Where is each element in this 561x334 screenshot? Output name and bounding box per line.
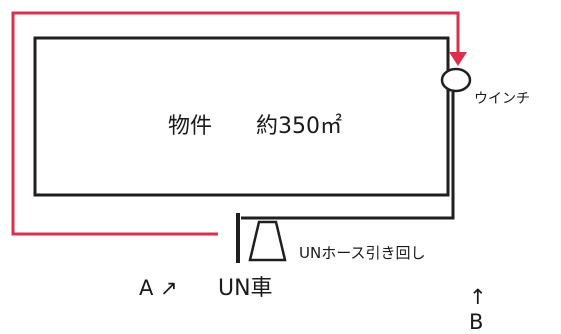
point-b-label: B [469, 310, 483, 334]
red-route-line [11, 11, 460, 236]
red-route-arrowhead [449, 52, 467, 66]
point-a-label: A [139, 276, 154, 300]
hose-line [241, 92, 455, 220]
building-label: 物件 [168, 114, 212, 139]
point-b-arrow-icon: ↑ [469, 285, 487, 309]
winch-label: ウインチ [474, 91, 530, 107]
area-label: 約350㎡ [256, 113, 342, 139]
winch-circle [440, 67, 472, 93]
hose-label: UNホース引き回し [299, 244, 425, 262]
point-a-arrow-icon: ↗ [160, 276, 178, 300]
building-outline [33, 36, 450, 197]
un-truck-shape [248, 220, 287, 262]
truck-label: UN車 [218, 276, 273, 301]
